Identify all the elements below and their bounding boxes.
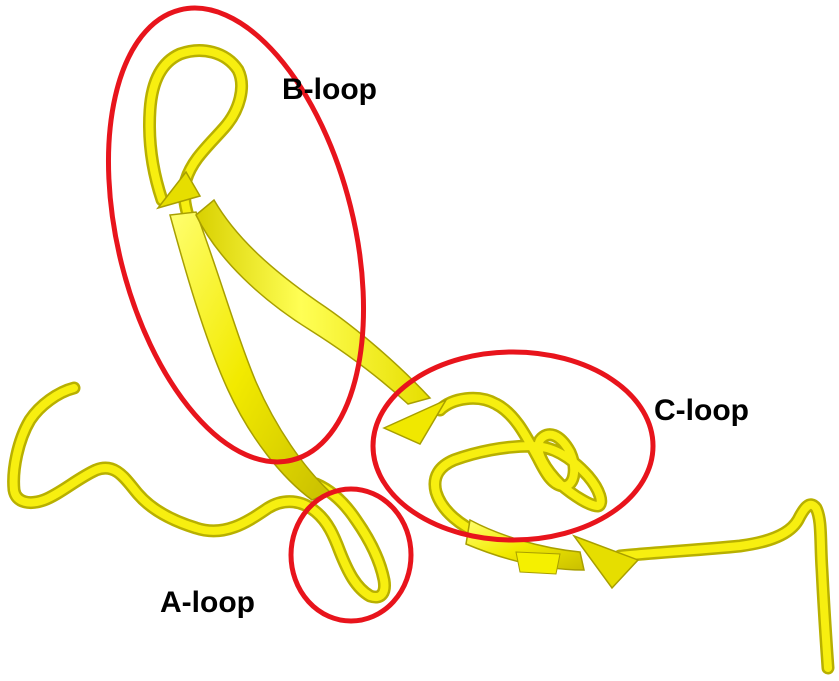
c-terminal-coil (620, 505, 828, 668)
beta-arrow-2 (384, 400, 446, 444)
b-loop-label: B-loop (282, 73, 377, 106)
beta-arrow-3 (574, 536, 638, 588)
a-loop-label: A-loop (160, 586, 255, 619)
coil-tube (14, 51, 828, 668)
c-loop-label: C-loop (654, 394, 749, 427)
